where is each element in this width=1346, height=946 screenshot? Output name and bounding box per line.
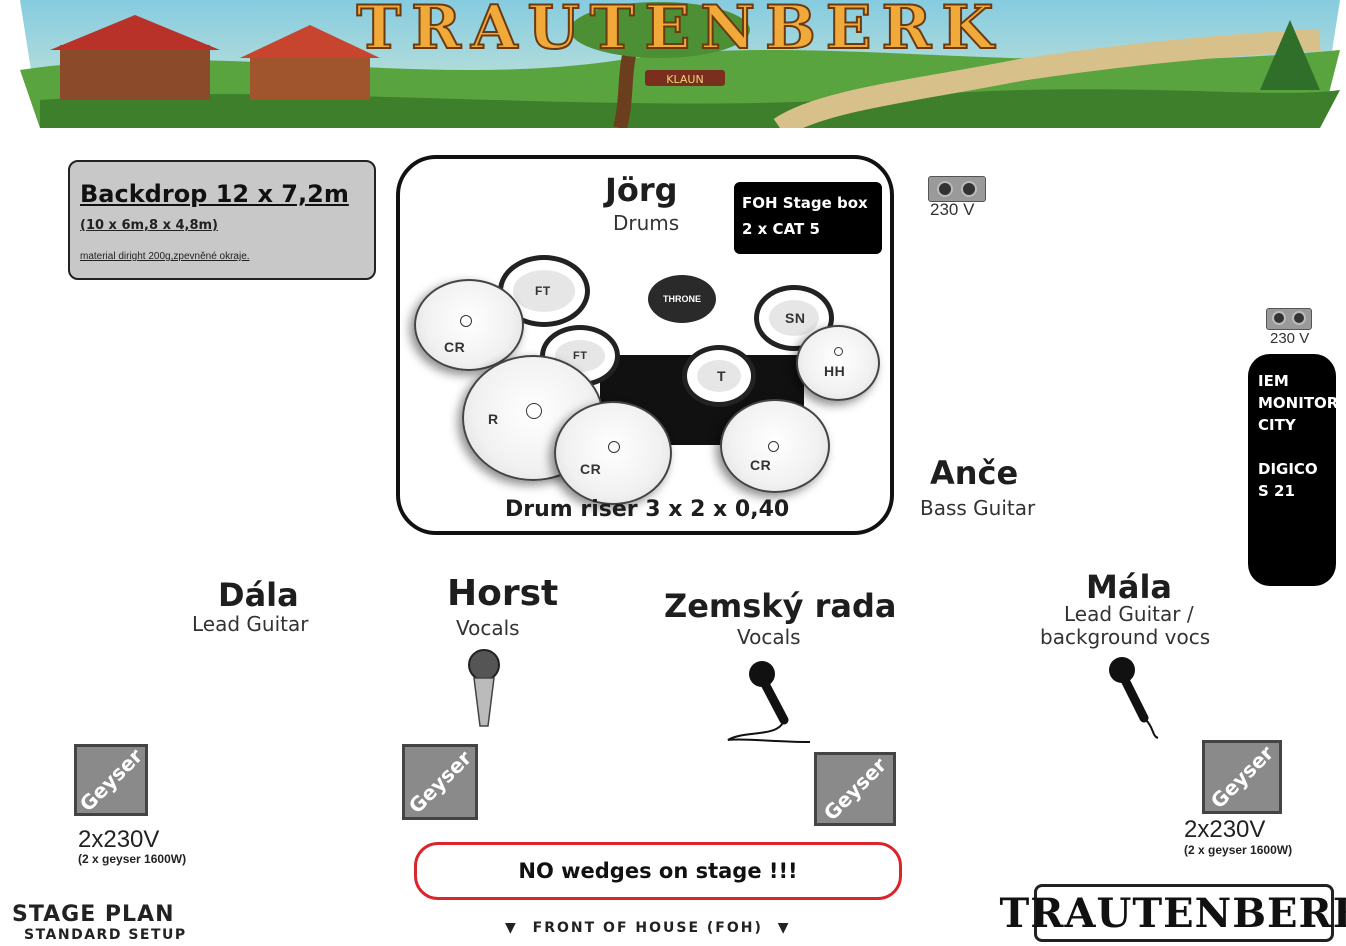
no-wedges-warning: NO wedges on stage !!! xyxy=(414,842,902,900)
drum-throne: THRONE xyxy=(648,275,716,323)
monitor-line-4: DIGICO xyxy=(1258,460,1318,478)
lead-guitar-mala-name: Mála xyxy=(1086,568,1172,606)
vocalist-zemsky-role: Vocals xyxy=(737,625,801,649)
banner-artwork: KLAUN TRAUTENBERK xyxy=(20,0,1340,128)
lead-guitar-dala-role: Lead Guitar xyxy=(192,612,309,636)
power-right-main: 2x230V xyxy=(1184,816,1266,843)
microphone-zemsky-icon xyxy=(727,661,811,743)
geyser-speaker-3: Geyser xyxy=(814,752,896,826)
banner-title: TRAUTENBERK xyxy=(356,0,1003,63)
power-right-note: (2 x geyser 1600W) xyxy=(1184,843,1293,857)
drummer-name: Jörg xyxy=(605,171,678,209)
foh-arrow-right-icon: ▼ xyxy=(777,920,791,936)
vocalist-zemsky-name: Zemský rada xyxy=(664,587,897,625)
geyser-speaker-4: Geyser xyxy=(1202,740,1282,814)
lead-guitar-mala-role-2: background vocs xyxy=(1040,625,1211,649)
power-outlet-1-icon xyxy=(928,176,986,202)
geyser-speaker-1: Geyser xyxy=(74,744,148,816)
power-left-main: 2x230V xyxy=(78,826,160,853)
vocalist-horst-role: Vocals xyxy=(456,616,520,640)
floor-tom-1: FT xyxy=(498,255,590,327)
drum-riser-size: Drum riser 3 x 2 x 0,40 xyxy=(505,497,790,522)
foh-label: FRONT OF HOUSE (FOH) xyxy=(532,920,763,936)
monitor-line-1: IEM xyxy=(1258,372,1289,390)
monitor-line-2: MONITOR xyxy=(1258,394,1339,412)
lead-guitar-mala-role-1: Lead Guitar / xyxy=(1064,602,1194,626)
festival-banner: KLAUN TRAUTENBERK xyxy=(20,0,1340,128)
microphone-horst-icon xyxy=(468,649,500,727)
geyser-speaker-2: Geyser xyxy=(402,744,478,820)
monitor-line-3: CITY xyxy=(1258,416,1296,434)
front-of-house-indicator: ▼ FRONT OF HOUSE (FOH) ▼ xyxy=(505,920,791,936)
bassist-name: Anče xyxy=(930,454,1019,492)
backdrop-sizes: (10 x 6m,8 x 4,8m) xyxy=(80,218,218,233)
foh-arrow-left-icon: ▼ xyxy=(505,920,518,936)
crash-cymbal-2: CR xyxy=(554,401,672,505)
drummer-role: Drums xyxy=(613,211,680,235)
stage-plan-title: STAGE PLAN xyxy=(12,902,175,927)
iem-monitor-city: IEM MONITOR CITY DIGICO S 21 xyxy=(1248,354,1339,586)
banner-sign: KLAUN xyxy=(666,73,703,86)
lead-guitar-dala-name: Dála xyxy=(218,576,299,614)
backdrop-info-box: Backdrop 12 x 7,2m (10 x 6m,8 x 4,8m) ma… xyxy=(68,160,376,280)
microphone-mala-icon xyxy=(1109,657,1159,739)
bassist-role: Bass Guitar xyxy=(920,496,1036,520)
crash-cymbal-1: CR xyxy=(414,279,524,371)
foh-box-line1: FOH Stage box xyxy=(742,194,868,212)
foh-box-line2: 2 x CAT 5 xyxy=(742,220,820,238)
backdrop-title: Backdrop 12 x 7,2m xyxy=(80,180,349,208)
crash-cymbal-3: CR xyxy=(720,399,830,493)
power-outlet-1-label: 230 V xyxy=(930,200,975,219)
power-outlet-2-icon xyxy=(1266,308,1312,330)
monitor-line-5: S 21 xyxy=(1258,482,1295,500)
power-left-note: (2 x geyser 1600W) xyxy=(78,852,187,866)
power-outlet-2-label: 230 V xyxy=(1270,330,1310,347)
hi-hat: HH xyxy=(796,325,880,401)
band-logo: TRAUTENBERK xyxy=(999,884,1346,942)
vocalist-horst-name: Horst xyxy=(447,573,559,614)
foh-stage-box: FOH Stage box 2 x CAT 5 xyxy=(734,182,882,254)
backdrop-material: material diright 200g,zpevněné okraje. xyxy=(80,251,250,262)
standard-setup-subtitle: STANDARD SETUP xyxy=(24,927,187,943)
tom: T xyxy=(682,345,756,407)
stage-plan-caption: STAGE PLAN STANDARD SETUP xyxy=(12,902,187,943)
